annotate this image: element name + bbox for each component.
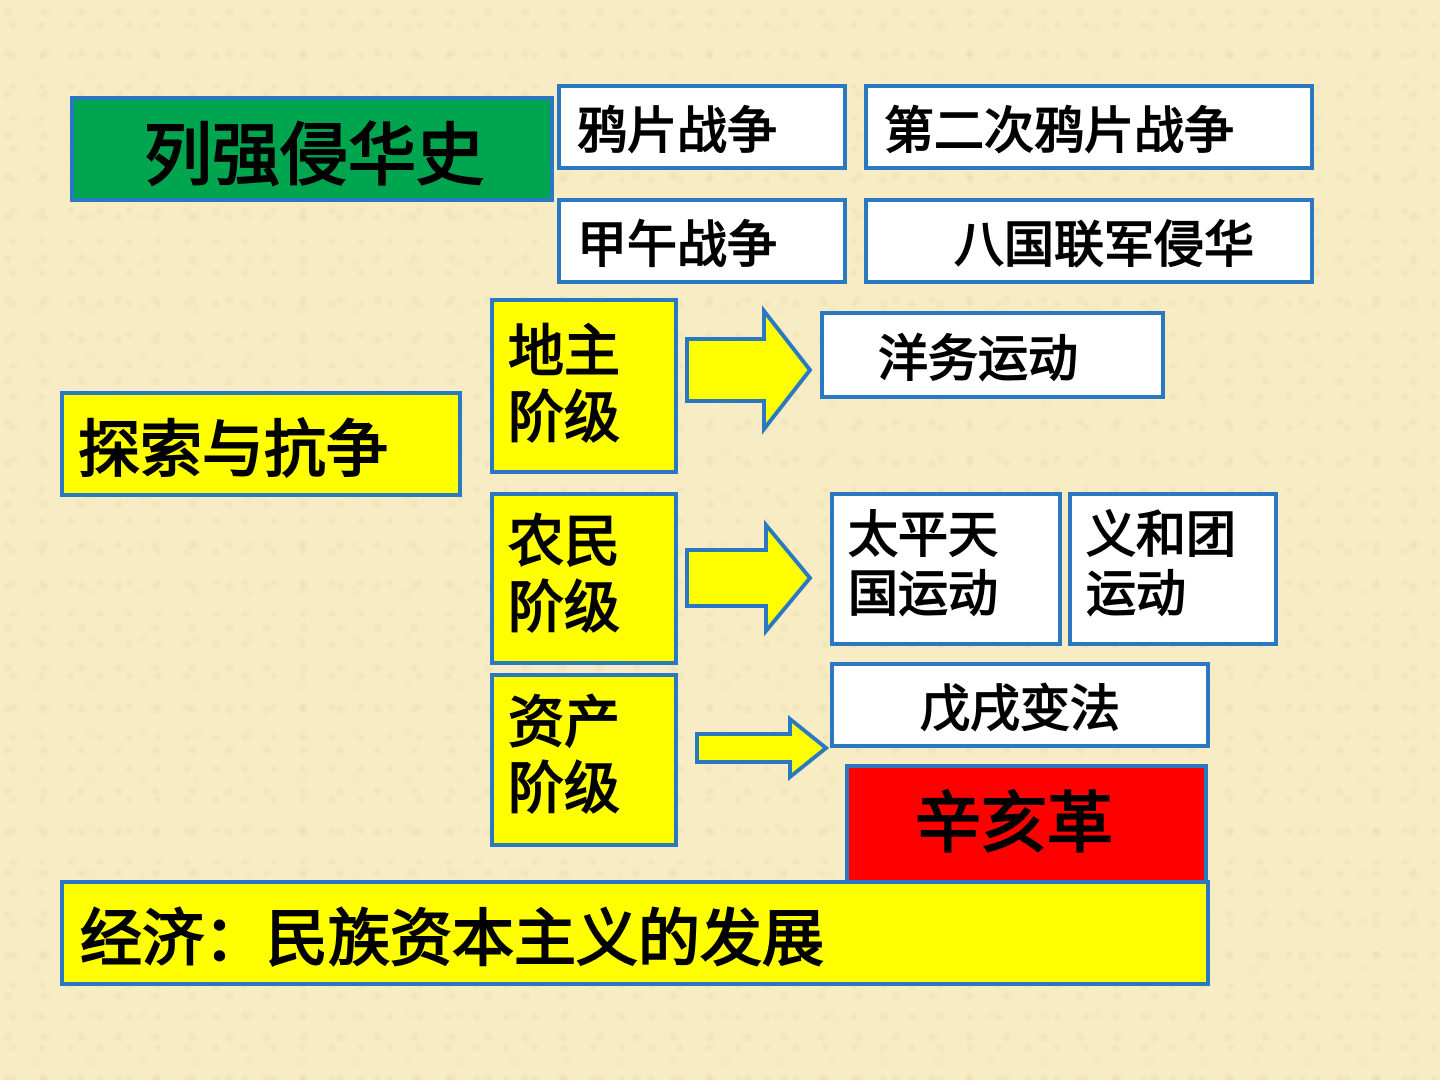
war-label: 鸦片战争 [577, 102, 777, 160]
movement-box-hundred-days-reform: 戊戌变法 [830, 662, 1210, 748]
class-box-bourgeois: 资产 阶级 [490, 673, 678, 847]
war-box-second-opium-war: 第二次鸦片战争 [864, 84, 1314, 170]
class-box-landlord: 地主 阶级 [490, 298, 678, 474]
war-label: 第二次鸦片战争 [884, 102, 1234, 160]
class-label-line1: 地主 [508, 320, 620, 385]
class-label-line1: 农民 [508, 510, 620, 575]
invasion-history-title: 列强侵华史 [144, 116, 485, 196]
movement-label: 戊戌变法 [920, 680, 1120, 738]
war-box-sino-japanese-war: 甲午战争 [557, 198, 847, 284]
exploration-title-box: 探索与抗争 [60, 391, 462, 497]
invasion-history-title-box: 列强侵华史 [70, 96, 554, 202]
movement-label-line2: 国运动 [848, 565, 998, 623]
economy-box: 经济：民族资本主义的发展 [60, 880, 1210, 986]
war-box-eight-nation-alliance: 八国联军侵华 [864, 198, 1314, 284]
movement-box-self-strengthening: 洋务运动 [820, 311, 1165, 399]
movement-box-boxer: 义和团 运动 [1068, 492, 1278, 646]
arrow-right-icon [685, 519, 813, 637]
movement-label: 辛亥革 [915, 785, 1113, 862]
war-label: 甲午战争 [577, 216, 777, 274]
class-label-line2: 阶级 [508, 757, 620, 823]
class-label-line2: 阶级 [508, 576, 620, 642]
movement-box-taiping: 太平天 国运动 [830, 492, 1062, 646]
arrow-right-icon [685, 305, 813, 435]
class-label-line1: 资产 [508, 691, 620, 756]
war-box-opium-war: 鸦片战争 [557, 84, 847, 170]
class-box-peasant: 农民 阶级 [490, 492, 678, 665]
movement-label: 洋务运动 [878, 330, 1078, 388]
movement-label-line1: 太平天 [848, 506, 998, 564]
movement-label-line2: 运动 [1086, 565, 1186, 623]
class-label-line2: 阶级 [508, 386, 620, 452]
exploration-title: 探索与抗争 [78, 413, 389, 486]
economy-text: 经济：民族资本主义的发展 [80, 902, 825, 975]
war-label: 八国联军侵华 [954, 216, 1254, 274]
movement-label-line1: 义和团 [1086, 506, 1236, 564]
arrow-right-icon [695, 714, 830, 782]
